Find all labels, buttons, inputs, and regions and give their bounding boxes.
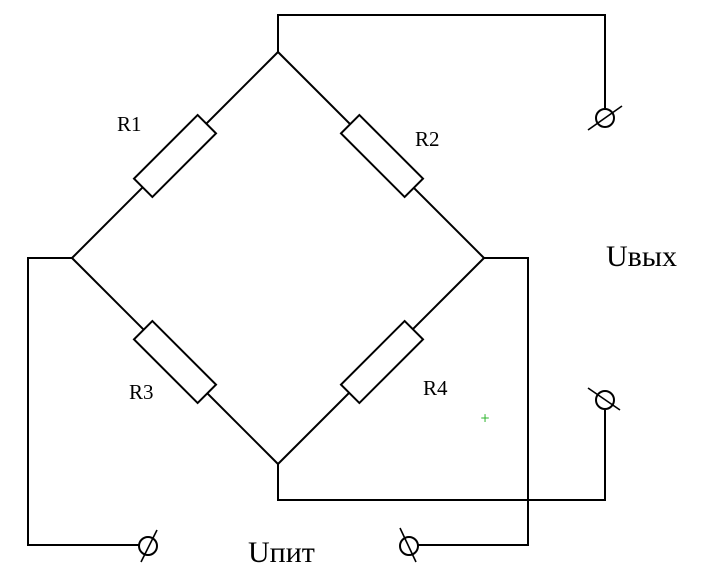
- resistor-r4: [339, 319, 425, 405]
- wire-supply-left: [27, 257, 139, 546]
- terminal-output-lower: [587, 387, 621, 411]
- wire-output-lower: [277, 410, 606, 501]
- terminal-output-upper: [587, 105, 623, 131]
- crosshair-cursor-icon: +: [480, 411, 491, 425]
- wire-supply-right: [418, 257, 529, 546]
- label-r2: R2: [415, 127, 440, 151]
- terminal-supply-left: [138, 529, 158, 563]
- label-output-voltage: Uвых: [606, 240, 677, 273]
- resistor-r2: [339, 113, 425, 199]
- label-supply-voltage: Uпит: [248, 536, 315, 569]
- label-r4: R4: [423, 376, 448, 400]
- terminal-supply-right: [399, 527, 419, 563]
- wire-output-upper: [277, 14, 606, 108]
- label-r1: R1: [117, 112, 142, 136]
- resistor-r1: [132, 113, 218, 199]
- resistor-r3: [132, 319, 218, 405]
- label-r3: R3: [129, 380, 154, 404]
